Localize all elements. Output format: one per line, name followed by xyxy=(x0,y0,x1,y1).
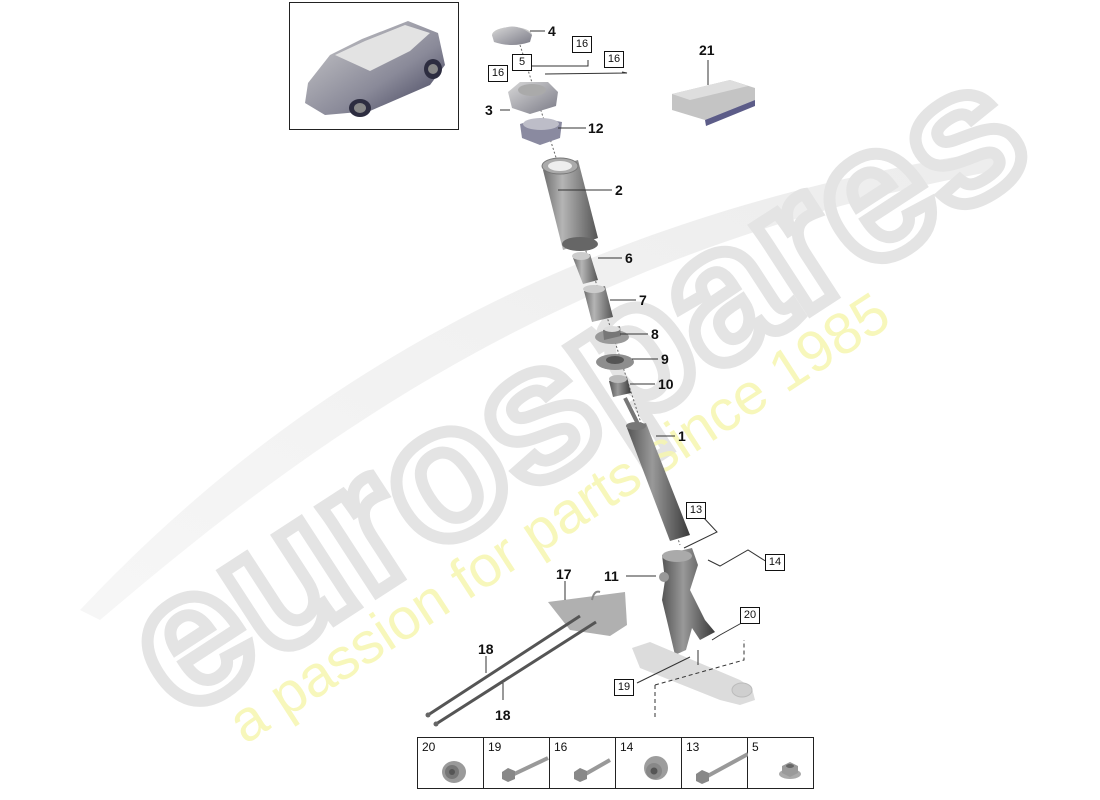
hardware-number: 16 xyxy=(554,740,568,754)
hardware-cell-19: 19 xyxy=(484,738,550,788)
long-bolt-icon xyxy=(696,752,748,784)
ref-box-16-a: 16 xyxy=(572,36,592,53)
suv-vehicle-icon xyxy=(305,21,445,117)
part-air-spring xyxy=(541,157,598,251)
hardware-cell-20: 20 xyxy=(418,738,484,788)
callout-2: 2 xyxy=(615,182,623,198)
callout-4: 4 xyxy=(548,23,556,39)
hardware-number: 19 xyxy=(488,740,502,754)
ref-box-19: 19 xyxy=(614,679,634,696)
part-mount xyxy=(520,118,562,145)
lock-nut-icon xyxy=(644,756,668,780)
callout-6: 6 xyxy=(625,250,633,266)
part-strut-fork xyxy=(659,548,715,655)
callout-9: 9 xyxy=(661,351,669,367)
part-bushing-upper xyxy=(583,285,613,322)
part-top-mount xyxy=(508,82,558,114)
ref-box-16-b: 16 xyxy=(604,51,624,68)
callout-21: 21 xyxy=(699,42,715,58)
callout-12: 12 xyxy=(588,120,604,136)
hardware-cell-13: 13 xyxy=(682,738,748,788)
callout-8: 8 xyxy=(651,326,659,342)
hardware-cell-5: 5 xyxy=(748,738,813,788)
callout-18-upper: 18 xyxy=(478,641,494,657)
callout-10: 10 xyxy=(658,376,674,392)
bolt-icon xyxy=(502,756,549,782)
part-rods xyxy=(425,614,597,727)
vehicle-thumbnail xyxy=(289,2,459,130)
hardware-number: 14 xyxy=(620,740,634,754)
part-cap xyxy=(492,26,532,45)
ref-box-5: 5 xyxy=(512,54,532,71)
ref-box-14: 14 xyxy=(765,554,785,571)
part-control-unit xyxy=(672,80,755,126)
flange-nut-icon xyxy=(442,761,466,783)
callout-11: 11 xyxy=(604,568,619,584)
hardware-number: 13 xyxy=(686,740,700,754)
hardware-table: 20 19 16 14 13 xyxy=(417,737,814,789)
callout-7: 7 xyxy=(639,292,647,308)
short-bolt-icon xyxy=(574,758,611,782)
callout-18-lower: 18 xyxy=(495,707,511,723)
hex-nut-icon xyxy=(779,762,801,779)
hardware-number: 20 xyxy=(422,740,436,754)
callout-3: 3 xyxy=(485,102,493,118)
part-control-arm xyxy=(632,642,755,705)
ref-box-16-c: 16 xyxy=(488,65,508,82)
part-shock-absorber xyxy=(623,397,690,541)
part-washer-2 xyxy=(596,354,634,370)
part-washer-1 xyxy=(595,326,629,344)
part-bump-stop xyxy=(572,252,598,284)
callout-17: 17 xyxy=(556,566,572,582)
part-bushing-lower xyxy=(609,375,631,397)
hardware-cell-16: 16 xyxy=(550,738,616,788)
ref-box-20: 20 xyxy=(740,607,760,624)
hardware-cell-14: 14 xyxy=(616,738,682,788)
hardware-number: 5 xyxy=(752,740,759,754)
ref-box-13: 13 xyxy=(686,502,706,519)
leader-lines xyxy=(485,30,768,700)
callout-1: 1 xyxy=(678,428,686,444)
